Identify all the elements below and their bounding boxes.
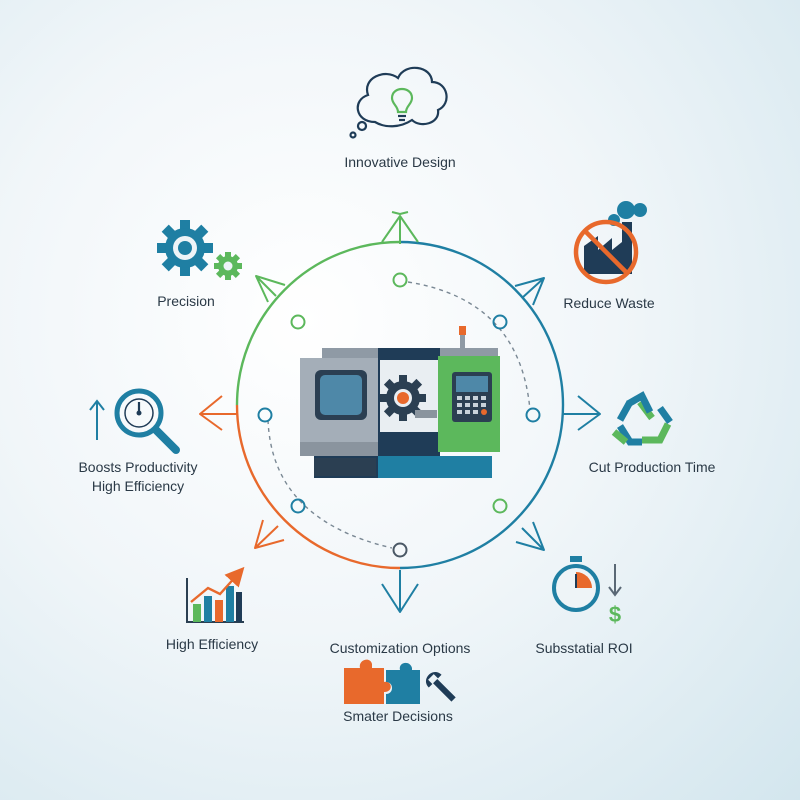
recycle-icon: [611, 391, 673, 446]
label-customization-options: Customization Options: [329, 640, 471, 656]
pointer-bottom: [381, 570, 419, 613]
ring-arc-green: [235, 240, 401, 406]
pointer-upper-left: [255, 275, 286, 303]
gears-icon: [157, 220, 242, 280]
ring-arc-teal: [399, 240, 565, 570]
label-high-efficiency: High Efficiency: [165, 636, 259, 652]
node-dot: [492, 314, 508, 330]
node-dot: [525, 407, 541, 423]
node-dot: [290, 498, 306, 514]
ring-pointers: [199, 211, 601, 613]
label-boosts-productivity: Boosts Productivity High Efficiency: [78, 458, 197, 496]
pointer-top: [381, 215, 419, 244]
dollar-icon: $: [609, 602, 621, 627]
label-boosts-productivity-line2: High Efficiency: [91, 478, 185, 494]
cnc-machine-icon: [300, 326, 500, 478]
clock-magnifier-icon: [89, 388, 180, 454]
pointer-lower-left: [254, 519, 285, 549]
no-factory-pollution-icon: [573, 201, 647, 285]
stopwatch-dollar-icon: $: [552, 556, 622, 627]
pointer-left: [199, 395, 238, 431]
label-cut-production-time: Cut Production Time: [588, 459, 716, 475]
label-reduce-waste: Reduce Waste: [563, 295, 655, 311]
lightbulb-thought-cloud-icon: [349, 66, 448, 139]
pointer-lower-right: [515, 521, 545, 551]
node-dot: [392, 542, 408, 558]
label-smater-decisions: Smater Decisions: [343, 708, 453, 724]
node-dot: [257, 407, 273, 423]
label-innovative-design: Innovative Design: [344, 154, 456, 170]
ring-arc-orange: [235, 404, 401, 570]
growth-chart-icon: [186, 566, 245, 623]
label-substatial-roi: Subsstatial ROI: [535, 640, 633, 656]
inner-nodes: [257, 272, 541, 558]
pointer-upper-right: [514, 277, 545, 306]
node-dot: [492, 498, 508, 514]
pointer-right: [562, 395, 601, 431]
label-precision: Precision: [157, 293, 215, 309]
cycle-ring: [235, 240, 565, 570]
label-boosts-productivity-line1: Boosts Productivity: [78, 459, 198, 475]
puzzle-wrench-icon: [344, 659, 456, 704]
node-dot: [290, 314, 306, 330]
node-dot: [392, 272, 408, 288]
